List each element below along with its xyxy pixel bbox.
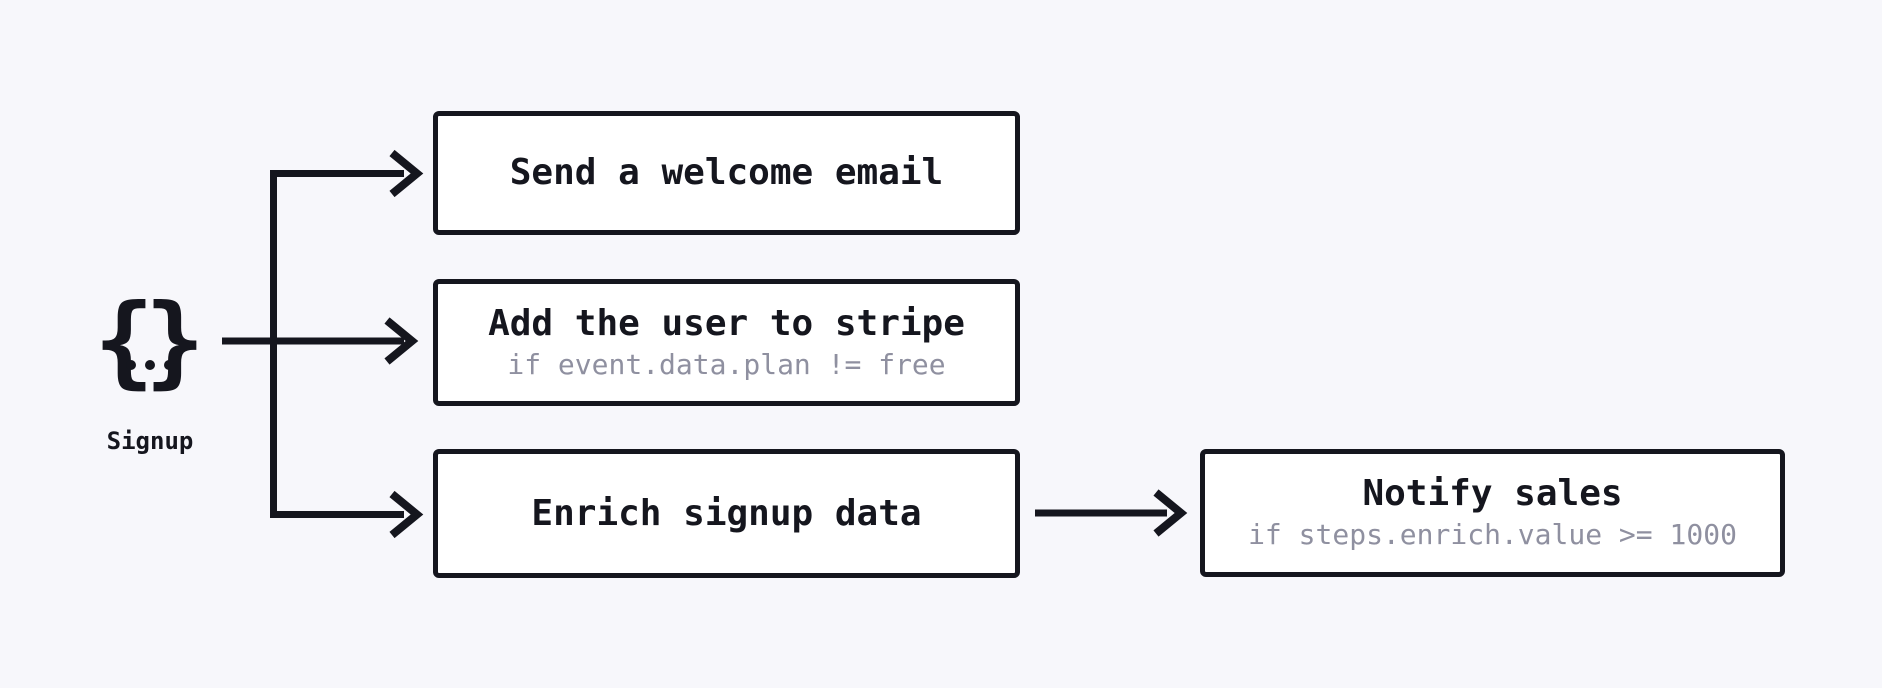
arrowhead-icon — [389, 490, 424, 539]
dot — [144, 360, 155, 370]
event-trigger-label: Signup — [106, 427, 194, 455]
step-box-enrich-signup-data: Enrich signup data — [433, 449, 1020, 578]
step-title: Add the user to stripe — [488, 302, 965, 344]
arrowhead-icon — [384, 317, 419, 365]
brace-right: } — [144, 281, 205, 399]
step-title: Enrich signup data — [531, 492, 922, 534]
step-condition: if steps.enrich.value >= 1000 — [1248, 518, 1737, 551]
event-dots — [125, 360, 174, 370]
step-box-send-welcome-email: Send a welcome email — [433, 111, 1020, 235]
step-box-add-user-to-stripe: Add the user to stripe if event.data.pla… — [433, 279, 1020, 406]
step-title: Send a welcome email — [509, 152, 944, 193]
arrowhead-icon — [1153, 489, 1188, 537]
step-condition: if event.data.plan != free — [507, 347, 946, 381]
brace-left: { — [94, 281, 155, 399]
step-box-notify-sales: Notify sales if steps.enrich.value >= 10… — [1200, 449, 1785, 577]
step-title: Notify sales — [1362, 473, 1623, 514]
dot — [125, 360, 136, 370]
curly-braces-event-icon: { } — [94, 290, 205, 390]
dot — [163, 360, 174, 370]
arrowhead-icon — [389, 149, 424, 198]
